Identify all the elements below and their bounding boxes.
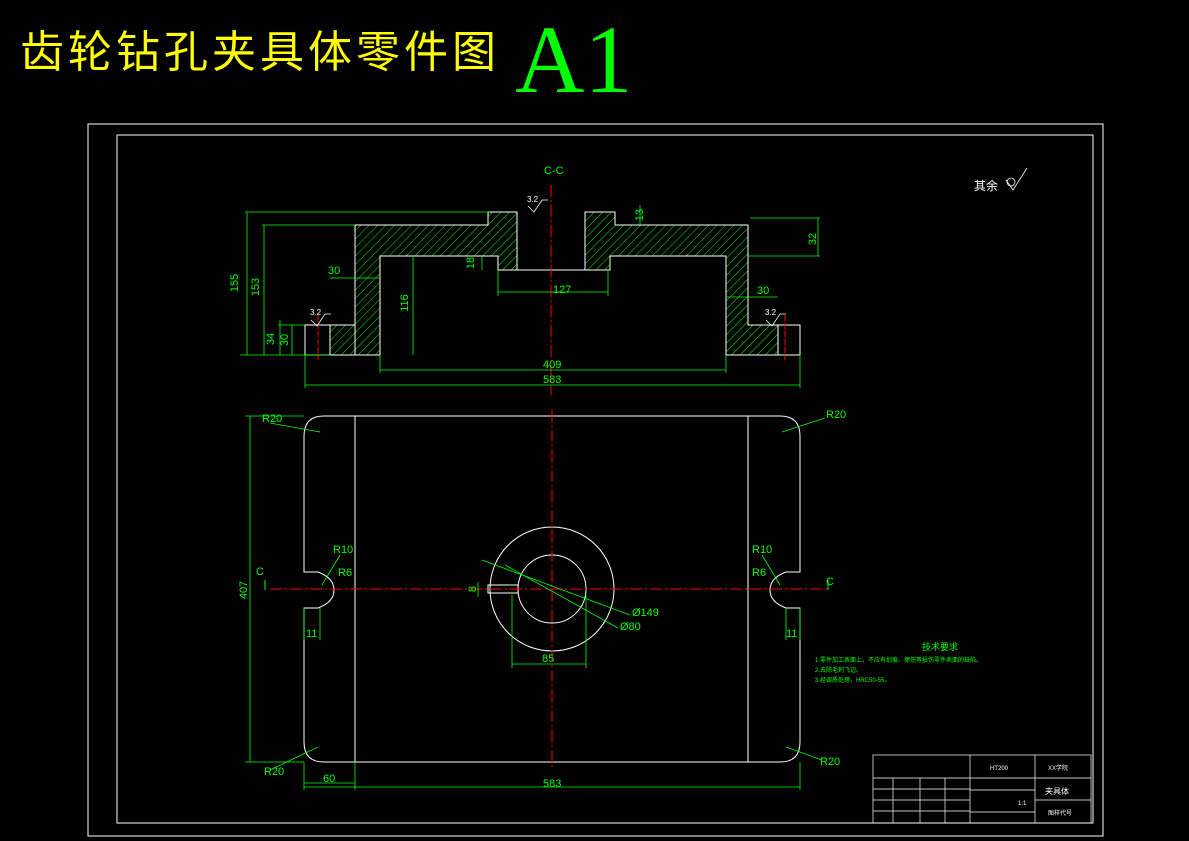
roughness-note: 其余 <box>974 179 999 193</box>
title-block <box>872 754 1092 824</box>
dim-13: 13 <box>634 208 647 222</box>
dim-r10-right: R10 <box>752 544 773 556</box>
title-block-material: HT200 <box>990 766 1009 772</box>
title-block-drawing-no: 图样代号 <box>1048 811 1073 817</box>
dim-11-left: 11 <box>306 628 318 640</box>
tech-req-line-2: 2.去除毛刺飞边。 <box>815 668 863 674</box>
title-block-scale: 1:1 <box>1018 801 1027 807</box>
plan-outline <box>303 415 801 763</box>
title-block-school: XX学院 <box>1048 766 1069 772</box>
roughness-value-2: 3.2 <box>310 308 322 317</box>
dim-r6-right: R6 <box>752 567 767 579</box>
roughness-value-3: 3.2 <box>765 308 777 317</box>
dim-8: 8 <box>467 585 480 593</box>
dim-r10-left: R10 <box>333 544 354 556</box>
tech-req-heading: 技术要求 <box>921 642 958 652</box>
dim-60: 60 <box>323 773 336 785</box>
dim-34: 34 <box>265 332 278 346</box>
section-mark-left: C <box>256 566 264 578</box>
dim-r20-tr: R20 <box>826 409 847 421</box>
dim-dia149: Ø149 <box>632 607 659 619</box>
dim-11-right: 11 <box>786 628 798 640</box>
dim-r20-br: R20 <box>820 756 841 768</box>
dim-dia80: Ø80 <box>620 621 641 633</box>
section-mark-right: C <box>826 576 834 588</box>
outer-border <box>87 123 1104 837</box>
dim-r20-tl: R20 <box>262 413 283 425</box>
dim-409: 409 <box>543 359 562 371</box>
technical-requirements: 技术要求 1.零件加工表面上，不应有划痕、擦伤等损伤零件表面的缺陷。 2.去除毛… <box>815 642 1095 686</box>
dim-32: 32 <box>807 232 820 246</box>
roughness-value-1: 3.2 <box>527 195 539 204</box>
dim-18: 18 <box>465 256 478 270</box>
dim-116: 116 <box>398 294 411 312</box>
inner-border <box>116 134 1094 824</box>
dim-155: 155 <box>229 273 242 293</box>
dim-r6-left: R6 <box>338 567 353 579</box>
dim-30-inner: 30 <box>328 265 341 277</box>
tech-req-line-1: 1.零件加工表面上，不应有划痕、擦伤等损伤零件表面的缺陷。 <box>815 658 983 664</box>
tech-req-line-3: 3.经调质处理，HRC50-55。 <box>815 678 891 684</box>
dim-407: 407 <box>238 580 251 600</box>
dim-r20-bl: R20 <box>264 766 285 778</box>
dim-85: 85 <box>542 653 555 665</box>
dim-30-right: 30 <box>757 285 770 297</box>
dim-153: 153 <box>250 277 263 297</box>
title-block-part-name: 夹具体 <box>1045 787 1069 796</box>
sheet-size-label: A1 <box>515 6 633 113</box>
dim-583-top: 583 <box>543 374 562 386</box>
dim-583-bottom: 583 <box>543 778 562 790</box>
plan-view <box>245 410 830 790</box>
dim-127: 127 <box>553 284 572 296</box>
section-view <box>240 167 1028 395</box>
dim-30-left: 30 <box>279 333 292 347</box>
section-label: C-C <box>544 165 564 177</box>
drawing-title: 齿轮钻孔夹具体零件图 <box>20 27 500 78</box>
